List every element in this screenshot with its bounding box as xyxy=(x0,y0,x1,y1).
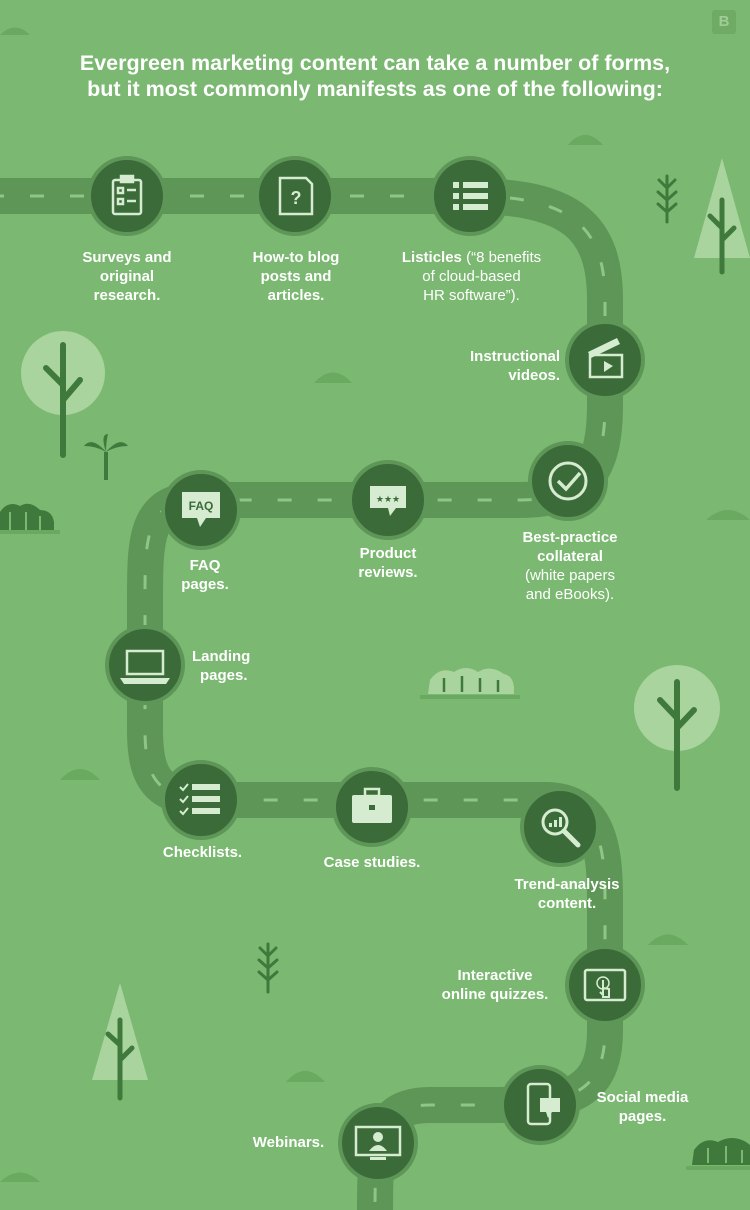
rating-bubble-icon: ★★★ xyxy=(370,486,406,516)
stop-social xyxy=(500,1065,580,1145)
stop-faq: FAQ xyxy=(161,470,241,550)
stop-surveys xyxy=(87,156,167,236)
brand-badge: B xyxy=(712,10,736,34)
phone-chat-icon xyxy=(526,1082,560,1126)
stop-casestudies xyxy=(332,767,412,847)
stop-quizzes xyxy=(565,945,645,1025)
svg-text:★★★: ★★★ xyxy=(376,495,400,505)
bush-middle xyxy=(420,668,520,699)
stop-howto: ? xyxy=(255,156,335,236)
faq-icon-text: FAQ xyxy=(189,499,214,513)
list-icon xyxy=(453,182,488,210)
stop-reviews: ★★★ xyxy=(348,460,428,540)
label-bold-part: Listicles xyxy=(401,249,462,266)
label-checklists: Checklists. xyxy=(162,844,243,861)
stop-listicles xyxy=(430,156,510,236)
magnifier-chart-icon xyxy=(541,808,581,848)
stop-landing xyxy=(105,625,185,705)
headline: Evergreen marketing content can take a n… xyxy=(0,50,750,102)
clapperboard-icon xyxy=(588,338,624,379)
question-document-icon: ? xyxy=(278,176,314,216)
clipboard-icon xyxy=(111,174,143,216)
label-webinars: Webinars. xyxy=(252,1134,325,1151)
fern-top-right xyxy=(656,174,678,224)
checkmark-icon xyxy=(548,461,588,501)
svg-text:?: ? xyxy=(291,188,302,208)
headline-line-2: but it most commonly manifests as one of… xyxy=(87,77,663,101)
stop-trend xyxy=(520,787,600,867)
label-listicles: Listicles (“8 benefits of cloud-based HR… xyxy=(401,249,542,304)
label-regular-part: (“8 benefits xyxy=(461,249,542,266)
palm-left xyxy=(84,434,128,480)
fern-bottom xyxy=(257,942,279,994)
background-hills xyxy=(0,27,750,1182)
stop-checklists xyxy=(161,760,241,840)
faq-bubble-icon: FAQ xyxy=(182,492,220,527)
checklist-icon xyxy=(179,783,220,816)
stop-videos xyxy=(565,320,645,400)
laptop-icon xyxy=(120,649,170,684)
monitor-user-icon xyxy=(354,1125,402,1160)
tree-triangle-bottom-left xyxy=(92,983,148,1101)
bush-bottom-right xyxy=(686,1138,750,1170)
tree-large-circle-left xyxy=(21,331,105,458)
tree-circle-right xyxy=(634,665,720,791)
touch-tablet-icon xyxy=(583,968,627,1002)
tree-triangle-top-right xyxy=(694,158,750,275)
bush-left xyxy=(0,503,60,534)
headline-line-1: Evergreen marketing content can take a n… xyxy=(79,51,671,75)
briefcase-icon xyxy=(352,787,392,823)
stop-bestpractice xyxy=(528,441,608,521)
stop-webinars xyxy=(338,1103,418,1183)
label-casestudies: Case studies. xyxy=(323,854,421,871)
